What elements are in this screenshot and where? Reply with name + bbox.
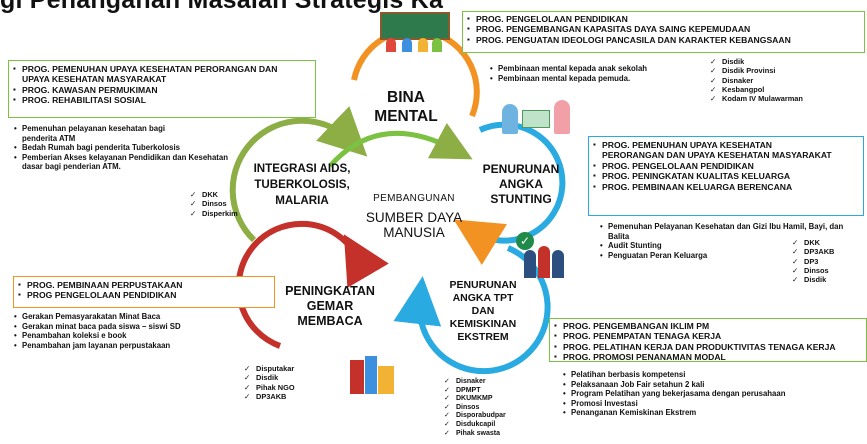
bina-mental-agency: Disdik bbox=[710, 57, 860, 67]
aids-activity: Bedah Rumah bagi penderita Tuberkolosis bbox=[14, 143, 250, 153]
baca-activities: Gerakan Pemasyarakatan Minat Baca Geraka… bbox=[14, 312, 268, 350]
tpt-program: PROG. PELATIHAN KERJA DAN PRODUKTIVITAS … bbox=[554, 342, 862, 352]
baca-agency: Disputakar bbox=[244, 364, 334, 374]
tpt-program: PROG. PENGEMBANGAN IKLIM PM bbox=[554, 321, 862, 332]
tpt-agency: Disdukcapil bbox=[444, 421, 544, 430]
center-line2: SUMBER DAYA MANUSIA bbox=[365, 210, 463, 240]
stunting-program: PROG. PENINGKATAN KUALITAS KELUARGA bbox=[593, 171, 859, 182]
stunting-agency: DKK bbox=[792, 238, 862, 248]
aids-agency: Dinsos bbox=[190, 199, 270, 209]
books-illustration bbox=[350, 352, 396, 396]
tpt-activity: Pelatihan berbasis kompetensi bbox=[563, 370, 853, 380]
center-line1: PEMBANGUNAN bbox=[373, 193, 455, 204]
family-illustration bbox=[502, 96, 574, 136]
stunting-program: PROG. PENGELOLAAN PENDIDIKAN bbox=[593, 161, 859, 172]
bina-mental-program: PROG. PENGUATAN IDEOLOGI PANCASILA DAN K… bbox=[467, 35, 860, 46]
aids-activity: Pemberian Akses kelayanan Pendidikan dan… bbox=[14, 153, 250, 172]
bina-mental-agency: Disnaker bbox=[710, 76, 860, 86]
baca-agency: Pihak NGO bbox=[244, 383, 334, 393]
people-illustration: ✓ bbox=[516, 232, 566, 280]
stunting-activities: Pemenuhan Pelayanan Kesehatan dan Gizi I… bbox=[600, 222, 862, 260]
aids-activity: Pemenuhan pelayanan kesehatan bagi pende… bbox=[14, 124, 202, 143]
bina-mental-agency: Kodam IV Mulawarman bbox=[710, 94, 860, 104]
classroom-illustration bbox=[380, 10, 450, 54]
baca-activity: Penambahan koleksi e book bbox=[14, 331, 268, 341]
stunting-activity: Penguatan Peran Keluarga bbox=[600, 251, 862, 261]
stunting-agency: DP3 bbox=[792, 257, 862, 267]
segment-stunting: PENURUNAN ANGKA STUNTING bbox=[482, 162, 560, 206]
stunting-activity: Audit Stunting bbox=[600, 241, 862, 251]
bina-mental-agencies: Disdik Disdik Provinsi Disnaker Kesbangp… bbox=[710, 57, 860, 104]
tpt-activities: Pelatihan berbasis kompetensi Pelaksanaa… bbox=[563, 370, 853, 418]
stunting-program: PROG. PEMBINAAN KELUARGA BERENCANA bbox=[593, 182, 859, 193]
tpt-activity: Program Pelatihan yang bekerjasama denga… bbox=[563, 389, 853, 399]
tpt-activity: Penanganan Kemiskinan Ekstrem bbox=[563, 408, 853, 418]
bina-mental-activities: Pembinaan mental kepada anak sekolah Pem… bbox=[490, 64, 700, 83]
aids-agency: Disperkim bbox=[190, 209, 270, 219]
bina-mental-agency: Disdik Provinsi bbox=[710, 66, 860, 76]
aids-programs-box: PROG. PEMENUHAN UPAYA KESEHATAN PERORANG… bbox=[8, 60, 316, 118]
aids-agencies: DKK Dinsos Disperkim bbox=[190, 190, 270, 218]
segment-baca: PENINGKATAN GEMAR MEMBACA bbox=[285, 284, 375, 328]
stunting-agency: Dinsos bbox=[792, 266, 862, 276]
tpt-agency: Disporabudpar bbox=[444, 412, 544, 421]
page-title: gi Penanganan Masalah Strategis Ka bbox=[0, 0, 444, 14]
baca-program: PROG. PEMBINAAN PERPUSTAKAAN bbox=[18, 280, 270, 291]
tpt-agency: DKUMKMP bbox=[444, 395, 544, 404]
aids-agency: DKK bbox=[190, 190, 270, 200]
tpt-agency: Disnaker bbox=[444, 378, 544, 387]
tpt-agency: Pihak swasta bbox=[444, 430, 544, 439]
baca-program: PROG PENGELOLAAN PENDIDIKAN bbox=[18, 290, 270, 301]
segment-aids: INTEGRASI AIDS, TUBERKOLOSIS, MALARIA bbox=[253, 162, 351, 207]
tpt-program: PROG. PROMOSI PENANAMAN MODAL bbox=[554, 352, 862, 363]
baca-programs-box: PROG. PEMBINAAN PERPUSTAKAAN PROG PENGEL… bbox=[13, 276, 275, 308]
bina-mental-program: PROG. PENGELOLAAN PENDIDIKAN bbox=[467, 14, 860, 25]
tpt-agencies: Disnaker DPMPT DKUMKMP Dinsos Disporabud… bbox=[444, 378, 544, 438]
bina-mental-program: PROG. PENGEMBANGAN KAPASITAS DAYA SAING … bbox=[467, 24, 860, 35]
stunting-program: PROG. PEMENUHAN UPAYA KESEHATAN PERORANG… bbox=[593, 140, 832, 161]
bina-mental-programs-box: PROG. PENGELOLAAN PENDIDIKAN PROG. PENGE… bbox=[462, 11, 865, 53]
bina-mental-activity: Pembinaan mental kepada anak sekolah bbox=[490, 64, 700, 74]
segment-tpt: PENURUNAN ANGKA TPT DAN KEMISKINAN EKSTR… bbox=[449, 279, 517, 343]
baca-agency: DP3AKB bbox=[244, 392, 334, 402]
tpt-program: PROG. PENEMPATAN TENAGA KERJA bbox=[554, 331, 862, 342]
stunting-programs-box: PROG. PEMENUHAN UPAYA KESEHATAN PERORANG… bbox=[588, 136, 864, 216]
tpt-programs-box: PROG. PENGEMBANGAN IKLIM PM PROG. PENEMP… bbox=[549, 318, 867, 363]
aids-program: PROG. REHABILITASI SOSIAL bbox=[13, 95, 311, 106]
stunting-activity: Pemenuhan Pelayanan Kesehatan dan Gizi I… bbox=[600, 222, 862, 241]
baca-activity: Gerakan Pemasyarakatan Minat Baca bbox=[14, 312, 268, 322]
aids-program: PROG. PEMENUHAN UPAYA KESEHATAN PERORANG… bbox=[13, 64, 298, 85]
arc-connector-green bbox=[328, 122, 473, 168]
baca-agencies: Disputakar Disdik Pihak NGO DP3AKB bbox=[244, 364, 334, 401]
baca-activity: Gerakan minat baca pada siswa – siswi SD bbox=[14, 322, 268, 332]
tpt-activity: Pelaksanaan Job Fair setahun 2 kali bbox=[563, 380, 853, 390]
tpt-activity: Promosi Investasi bbox=[563, 399, 853, 409]
tpt-agency: Dinsos bbox=[444, 404, 544, 413]
baca-agency: Disdik bbox=[244, 373, 334, 383]
stunting-agency: DP3AKB bbox=[792, 247, 862, 257]
baca-activity: Penambahan jam layanan perpustakaan bbox=[14, 341, 268, 351]
stunting-agencies: DKK DP3AKB DP3 Dinsos Disdik bbox=[792, 238, 862, 285]
bina-mental-activity: Pembinaan mental kepada pemuda. bbox=[490, 74, 700, 84]
stunting-agency: Disdik bbox=[792, 275, 862, 285]
aids-activities: Pemenuhan pelayanan kesehatan bagi pende… bbox=[14, 124, 250, 172]
segment-bina-mental: BINA MENTAL bbox=[374, 89, 438, 125]
aids-program: PROG. KAWASAN PERMUKIMAN bbox=[13, 85, 311, 96]
bina-mental-agency: Kesbangpol bbox=[710, 85, 860, 95]
tpt-agency: DPMPT bbox=[444, 387, 544, 396]
